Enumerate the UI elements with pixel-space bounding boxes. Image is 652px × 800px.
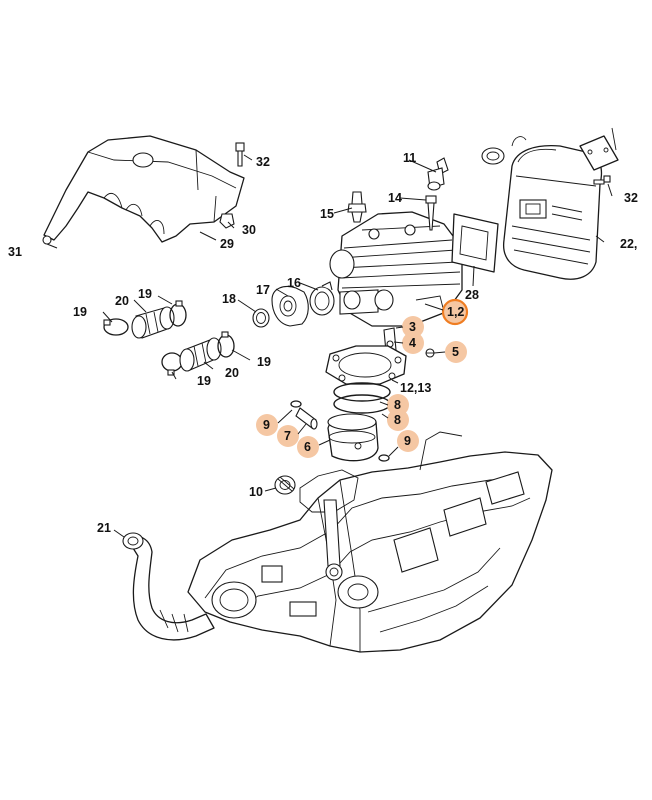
part-20-boot-top	[131, 306, 175, 339]
leader-lines	[46, 154, 613, 538]
callout-19-top[interactable]: 19	[138, 287, 152, 301]
highlight-9b	[397, 430, 419, 452]
part-1-2-cylinder	[329, 211, 463, 327]
callout-22[interactable]: 22,	[620, 237, 637, 251]
part-19-clamp-bottom-left	[161, 352, 183, 376]
part-29-shroud	[42, 135, 245, 245]
callout-32-left[interactable]: 32	[256, 155, 270, 169]
part-11-valve	[427, 157, 449, 191]
callout-12-13[interactable]: 12,13	[400, 381, 431, 395]
part-21-hose	[122, 532, 215, 641]
callout-8-upper[interactable]: 8	[394, 398, 401, 412]
crankcase-part	[187, 431, 553, 653]
part-19-clamp-top-right	[169, 300, 187, 327]
part-muffler-plate	[579, 135, 619, 171]
part-muffler-clamp	[481, 136, 527, 165]
highlight-8b	[387, 409, 409, 431]
part-19-clamp-top-left	[103, 318, 129, 336]
callout-1-2[interactable]: 1,2	[447, 305, 464, 319]
part-10-needle-cage	[274, 475, 296, 495]
part-32-screw-right	[593, 175, 611, 185]
part-16-ring	[309, 281, 335, 316]
callout-10[interactable]: 10	[249, 485, 263, 499]
part-22-muffler	[502, 144, 603, 280]
part-28-gasket	[451, 213, 499, 273]
callout-29[interactable]: 29	[220, 237, 234, 251]
callout-4[interactable]: 4	[409, 336, 416, 350]
part-17-flange	[271, 285, 309, 327]
callout-labels: 1,2 3 4 5 6 7 8 8 9 9 10 11 12,13 14 15 …	[8, 151, 638, 535]
part-7-piston-pin	[295, 407, 318, 430]
callout-15[interactable]: 15	[320, 207, 334, 221]
callout-5[interactable]: 5	[452, 345, 459, 359]
callout-20-bottom[interactable]: 20	[225, 366, 239, 380]
callout-14[interactable]: 14	[388, 191, 402, 205]
callout-6[interactable]: 6	[304, 440, 311, 454]
highlight-markers	[256, 298, 469, 458]
callout-30[interactable]: 30	[242, 223, 256, 237]
highlight-9a	[256, 414, 278, 436]
highlight-5	[445, 341, 467, 363]
callout-32-right[interactable]: 32	[624, 191, 638, 205]
part-15-spark-plug	[347, 191, 367, 223]
callout-16[interactable]: 16	[287, 276, 301, 290]
callout-31[interactable]: 31	[8, 245, 22, 259]
callout-21[interactable]: 21	[97, 521, 111, 535]
part-9-circlip-left	[290, 400, 302, 408]
highlight-1-2	[443, 300, 467, 324]
callout-3[interactable]: 3	[409, 320, 416, 334]
part-18-oring	[252, 308, 270, 328]
callout-19-top-left[interactable]: 19	[73, 305, 87, 319]
callout-7[interactable]: 7	[284, 429, 291, 443]
callout-20-top[interactable]: 20	[115, 294, 129, 308]
callout-9-left[interactable]: 9	[263, 418, 270, 432]
part-9-circlip-right	[378, 454, 390, 462]
highlight-4	[402, 332, 424, 354]
callout-19-bottom-right[interactable]: 19	[257, 355, 271, 369]
highlight-6	[297, 436, 319, 458]
part-8-piston-rings	[333, 382, 391, 414]
part-6-piston	[327, 413, 379, 462]
part-32-screw-left	[235, 142, 245, 167]
callout-19-bottom[interactable]: 19	[197, 374, 211, 388]
part-19-clamp-bottom-right	[217, 331, 235, 358]
callout-18[interactable]: 18	[222, 292, 236, 306]
part-top-connector	[611, 127, 617, 151]
highlight-7	[277, 425, 299, 447]
callout-28[interactable]: 28	[465, 288, 479, 302]
selected-ring-1-2	[441, 298, 469, 326]
callout-8-lower[interactable]: 8	[394, 413, 401, 427]
highlight-3	[402, 316, 424, 338]
part-20-boot-bottom	[179, 337, 222, 372]
part-5-screw	[425, 348, 435, 358]
callout-17[interactable]: 17	[256, 283, 270, 297]
part-14-bolt	[425, 195, 437, 231]
callout-11[interactable]: 11	[403, 151, 416, 165]
part-12-13-gasket	[325, 345, 407, 385]
callout-9-right[interactable]: 9	[404, 434, 411, 448]
